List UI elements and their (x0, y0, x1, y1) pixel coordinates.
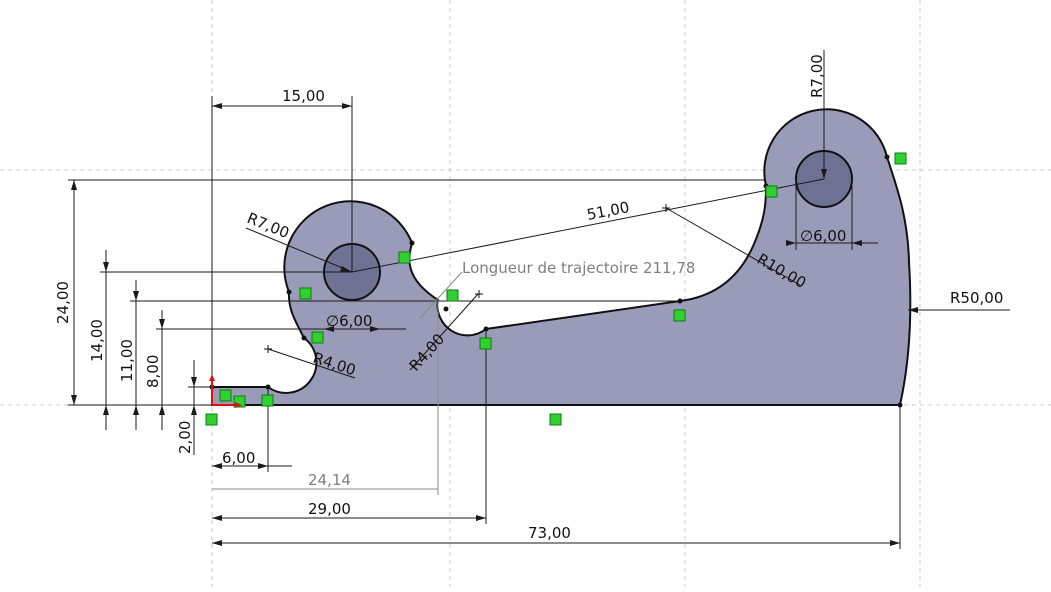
dim-value-d6-right: 6,00 (813, 227, 846, 245)
horizontal-relation-icon[interactable] (233, 395, 246, 408)
arrow-d6-right-a (786, 240, 796, 246)
arrow-2-top (191, 377, 197, 387)
tangent-relation-icon[interactable] (894, 152, 907, 165)
arrow-w29-left (212, 515, 222, 521)
tangent-relation-icon[interactable] (398, 251, 411, 264)
arrow-11-top (133, 291, 139, 301)
coincident-relation-icon[interactable] (205, 413, 218, 426)
leader-r7-left (245, 227, 353, 273)
arrow-8-top (159, 319, 165, 329)
center-marks (264, 204, 670, 353)
dim-text-d6-left[interactable]: ∅6,00 (326, 312, 372, 330)
tangent-relation-icon[interactable] (261, 394, 274, 407)
arrow-d6-left-b (370, 326, 380, 332)
arrow-14-bottom (103, 405, 109, 415)
diameter-icon: ∅ (326, 312, 339, 330)
dim-text-w73[interactable]: 73,00 (528, 524, 571, 542)
origin-icon[interactable] (209, 374, 242, 408)
sketch-point (265, 384, 271, 390)
dim-text-h2[interactable]: 2,00 (176, 421, 194, 454)
dim-text-r50[interactable]: R50,00 (950, 289, 1003, 307)
tangent-relation-icon[interactable] (765, 185, 778, 198)
arrow-24-bottom (71, 395, 77, 405)
sketch-point (443, 306, 449, 312)
leader-r10 (665, 207, 801, 286)
dim-value-d6-left: 6,00 (339, 312, 372, 330)
tangent-relation-icon[interactable] (311, 331, 324, 344)
dim-text-h24[interactable]: 24,00 (54, 281, 72, 324)
arrow-d6-right-b (852, 240, 862, 246)
dim-text-r7-right[interactable]: R7,00 (808, 54, 826, 98)
dim-text-h14[interactable]: 14,00 (88, 319, 106, 362)
driven-dimension-24-14 (212, 271, 463, 495)
arrow-2-bottom (191, 405, 197, 415)
arrow-d6-left-a (324, 326, 334, 332)
arrow-24-top (71, 180, 77, 190)
arrow-14-top (103, 262, 109, 272)
dim-text-w29[interactable]: 29,00 (308, 500, 351, 518)
tangent-relation-icon[interactable] (299, 287, 312, 300)
dim-text-15[interactable]: 15,00 (282, 87, 325, 105)
relation-markers[interactable] (205, 152, 907, 426)
arrow-w29-right (476, 515, 486, 521)
dim-text-h11[interactable]: 11,00 (118, 339, 136, 382)
dim-text-h8[interactable]: 8,00 (144, 355, 162, 388)
sketch-point (884, 154, 890, 160)
arrow-w73-right (890, 540, 900, 546)
leader-r4-mid (409, 293, 479, 371)
sketch-point (286, 289, 292, 295)
sketch-point (409, 240, 415, 246)
trajectory-length-label: Longueur de trajectoire 211,78 (462, 259, 695, 277)
dim-line-51 (351, 178, 825, 273)
tangent-relation-icon[interactable] (446, 289, 459, 302)
sketch-point (483, 326, 489, 332)
sketch-point (897, 402, 903, 408)
arrowheads (71, 103, 918, 546)
arrow-11-bottom (133, 405, 139, 415)
horizontal-relation-icon[interactable] (549, 413, 562, 426)
arrow-8-bottom (159, 405, 165, 415)
arrow-w73-left (212, 540, 222, 546)
diameter-icon: ∅ (800, 227, 813, 245)
vertical-relation-icon[interactable] (219, 389, 232, 402)
arrow-w6-left (212, 463, 222, 469)
tangent-relation-icon[interactable] (673, 309, 686, 322)
leader-r4-left (267, 348, 356, 379)
arrow-15-left (212, 103, 222, 109)
leader-trajectory (419, 271, 463, 319)
arrow-r50 (908, 307, 918, 313)
sketch-point (677, 298, 683, 304)
dimension-lines (68, 50, 1010, 549)
dim-text-51[interactable]: 51,00 (585, 198, 631, 224)
arrow-w6-right (258, 463, 268, 469)
tangent-relation-icon[interactable] (479, 337, 492, 350)
dim-text-w6[interactable]: 6,00 (222, 449, 255, 467)
dim-text-w24-14[interactable]: 24,14 (308, 471, 351, 489)
arrow-15-right (342, 103, 352, 109)
arrow-r7-right (821, 169, 827, 179)
sketch-point (301, 335, 307, 341)
dim-text-d6-right[interactable]: ∅6,00 (800, 227, 846, 245)
arrow-r7-left (340, 266, 352, 272)
